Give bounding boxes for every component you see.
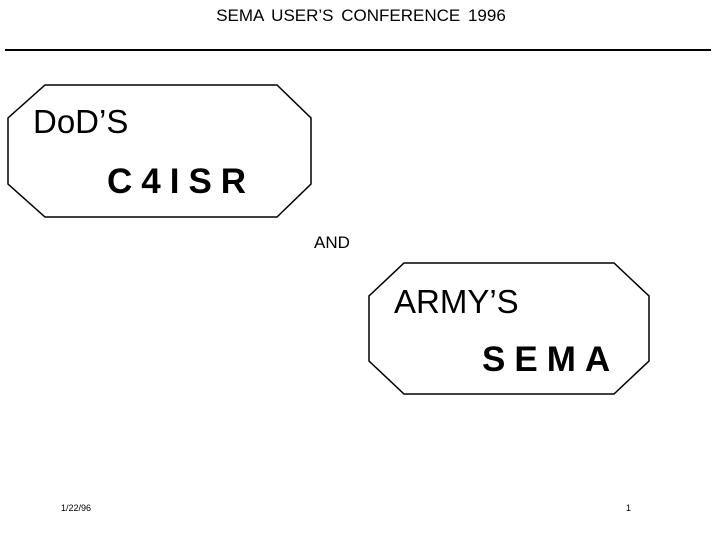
header-title: SEMA USER’S CONFERENCE 1996 bbox=[216, 6, 506, 25]
and-label: AND bbox=[314, 233, 350, 252]
army-octagon-outline bbox=[368, 262, 650, 395]
footer-date: 1/22/96 bbox=[61, 503, 92, 513]
dod-octagon-box: DoD’S C4ISR bbox=[7, 84, 312, 218]
c4isr-label: C4ISR bbox=[107, 162, 256, 201]
army-octagon-box: ARMY’S SEMA bbox=[368, 262, 650, 395]
sema-label: SEMA bbox=[482, 340, 620, 379]
army-label: ARMY’S bbox=[394, 283, 519, 320]
header-rule bbox=[5, 49, 711, 51]
footer-page-number: 1 bbox=[626, 503, 632, 513]
dod-label: DoD’S bbox=[33, 103, 129, 140]
dod-octagon-outline bbox=[7, 84, 312, 218]
